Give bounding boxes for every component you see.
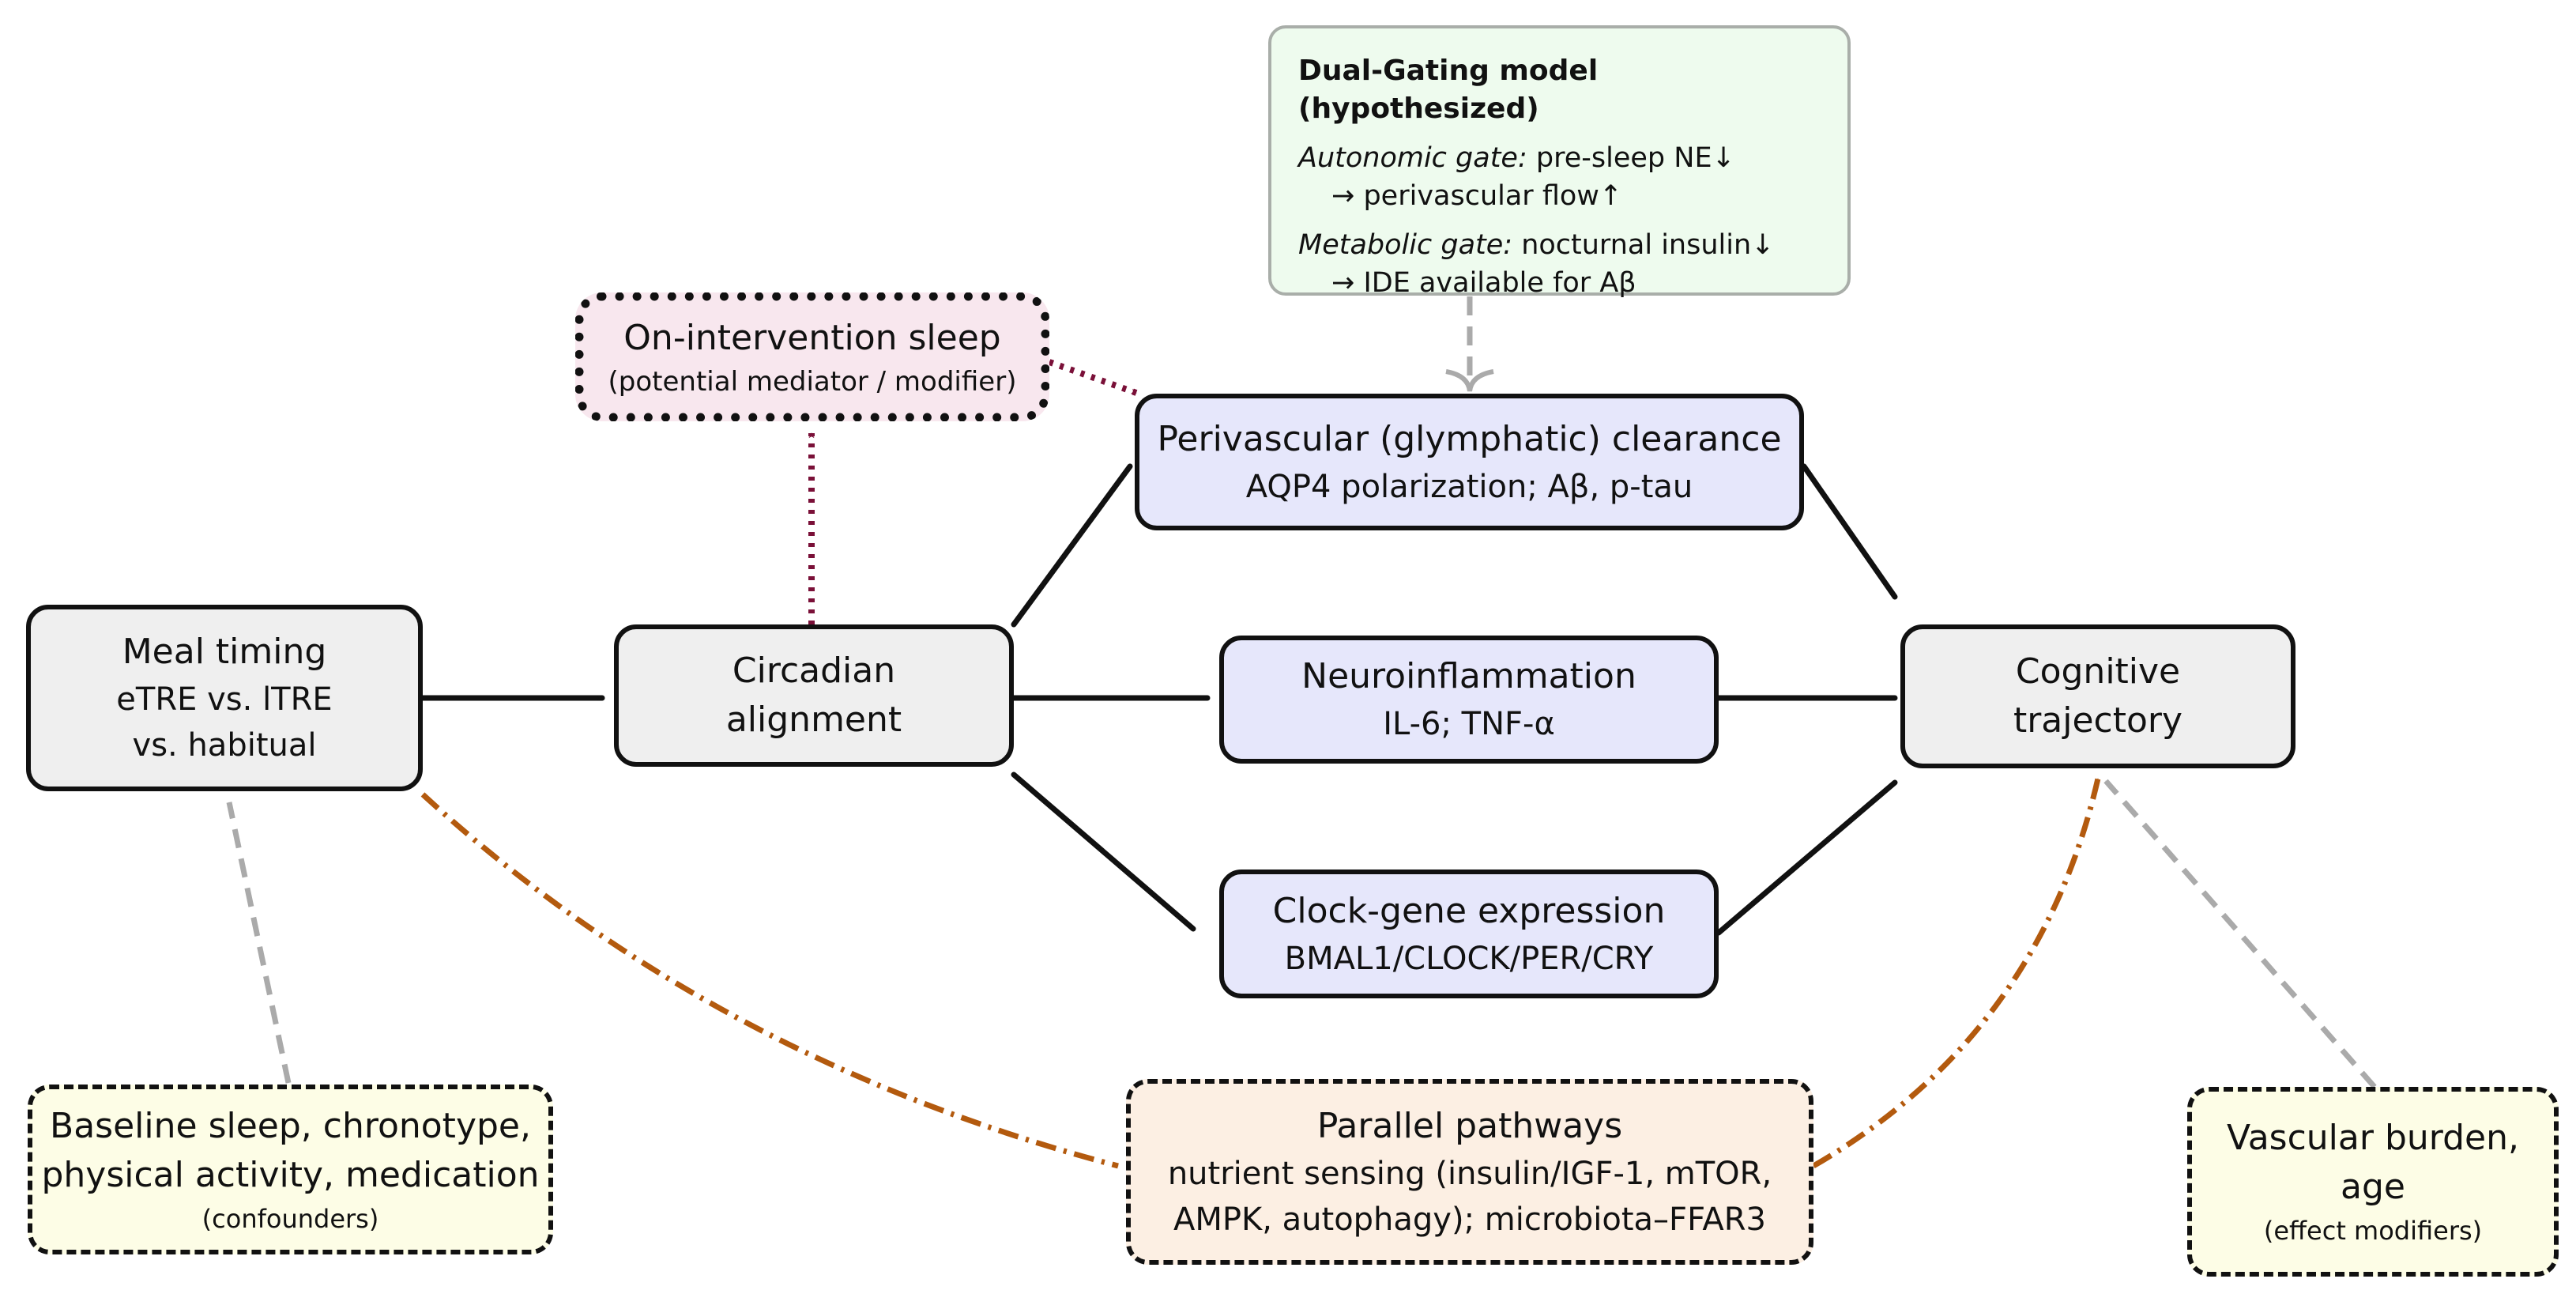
meal-timing-title: Meal timing bbox=[122, 632, 327, 672]
metabolic-gate-line: Metabolic gate: nocturnal insulin↓ bbox=[1298, 226, 1774, 264]
sleep-subtitle: (potential mediator / modifier) bbox=[608, 365, 1017, 398]
autonomic-gate-label: Autonomic gate: bbox=[1298, 142, 1527, 174]
confounders-node: Baseline sleep, chronotype, physical act… bbox=[28, 1085, 553, 1254]
cognitive-line1: Cognitive bbox=[2015, 651, 2181, 692]
clock-gene-subtitle: BMAL1/CLOCK/PER/CRY bbox=[1284, 940, 1654, 977]
modifiers-line2: age bbox=[2341, 1167, 2405, 1207]
confounders-line1: Baseline sleep, chronotype, bbox=[50, 1105, 531, 1146]
meal-timing-line2: eTRE vs. lTRE bbox=[116, 681, 333, 718]
circadian-line1: Circadian bbox=[732, 651, 896, 691]
modifiers-label: (effect modifiers) bbox=[2263, 1216, 2483, 1246]
on-intervention-sleep-node: On-intervention sleep (potential mediato… bbox=[575, 292, 1049, 421]
parallel-pathways-node: Parallel pathways nutrient sensing (insu… bbox=[1126, 1079, 1813, 1265]
dual-gating-title: Dual-Gating model (hypothesized) bbox=[1298, 55, 1599, 125]
dualgating-arrow-tip bbox=[1445, 369, 1494, 392]
circadian-alignment-node: Circadian alignment bbox=[614, 624, 1014, 767]
neuroinflammation-node: Neuroinflammation IL-6; TNF-α bbox=[1219, 636, 1719, 764]
arrow-parallel-to-cognitive bbox=[1812, 778, 2101, 1169]
neuroinflammation-subtitle: IL-6; TNF-α bbox=[1383, 706, 1555, 742]
circadian-line2: alignment bbox=[725, 700, 902, 740]
arrow-perivascular-to-cognitive bbox=[1801, 463, 1898, 600]
perivascular-subtitle: AQP4 polarization; Aβ, p-tau bbox=[1245, 468, 1693, 505]
clock-gene-title: Clock-gene expression bbox=[1272, 890, 1666, 931]
perivascular-clearance-node: Perivascular (glymphatic) clearance AQP4… bbox=[1135, 394, 1804, 530]
meal-timing-node: Meal timing eTRE vs. lTRE vs. habitual bbox=[26, 605, 423, 791]
arrow-clockgene-to-cognitive bbox=[1715, 779, 1898, 936]
perivascular-title: Perivascular (glymphatic) clearance bbox=[1157, 418, 1782, 459]
cognitive-trajectory-node: Cognitive trajectory bbox=[1900, 624, 2295, 768]
dual-gating-model-box: Dual-Gating model (hypothesized) Autonom… bbox=[1268, 25, 1851, 299]
neuroinflammation-title: Neuroinflammation bbox=[1301, 656, 1636, 696]
arrow-meal-to-parallel bbox=[420, 792, 1119, 1169]
autonomic-gate-text: pre-sleep NE↓ bbox=[1527, 142, 1735, 174]
parallel-line2: AMPK, autophagy); microbiota–FFAR3 bbox=[1173, 1201, 1767, 1238]
clock-gene-expression-node: Clock-gene expression BMAL1/CLOCK/PER/CR… bbox=[1219, 870, 1719, 998]
confounders-line2: physical activity, medication bbox=[41, 1154, 540, 1195]
arrow-circadian-to-perivascular bbox=[1011, 463, 1133, 628]
metabolic-gate-result: → IDE available for Aβ bbox=[1331, 267, 1636, 299]
parallel-line1: nutrient sensing (insulin/IGF-1, mTOR, bbox=[1167, 1155, 1772, 1192]
metabolic-gate-text: nocturnal insulin↓ bbox=[1512, 229, 1775, 261]
modifiers-line1: Vascular burden, bbox=[2227, 1118, 2519, 1158]
sleep-title: On-intervention sleep bbox=[623, 317, 1001, 358]
metabolic-gate-label: Metabolic gate: bbox=[1298, 229, 1513, 261]
meal-timing-line3: vs. habitual bbox=[132, 727, 317, 764]
parallel-title: Parallel pathways bbox=[1316, 1105, 1623, 1146]
effect-modifiers-node: Vascular burden, age (effect modifiers) bbox=[2187, 1087, 2559, 1277]
autonomic-gate-result: → perivascular flow↑ bbox=[1331, 180, 1623, 212]
arrow-circadian-to-clockgene bbox=[1011, 771, 1196, 932]
arrow-sleep-to-perivascular bbox=[1048, 359, 1138, 396]
cognitive-line2: trajectory bbox=[2013, 700, 2183, 741]
arrow-modifiers-to-cognitive bbox=[2103, 779, 2377, 1089]
confounders-label: (confounders) bbox=[201, 1203, 379, 1234]
autonomic-gate-line: Autonomic gate: pre-sleep NE↓ bbox=[1298, 139, 1735, 177]
arrow-confounders-to-meal bbox=[226, 802, 292, 1084]
